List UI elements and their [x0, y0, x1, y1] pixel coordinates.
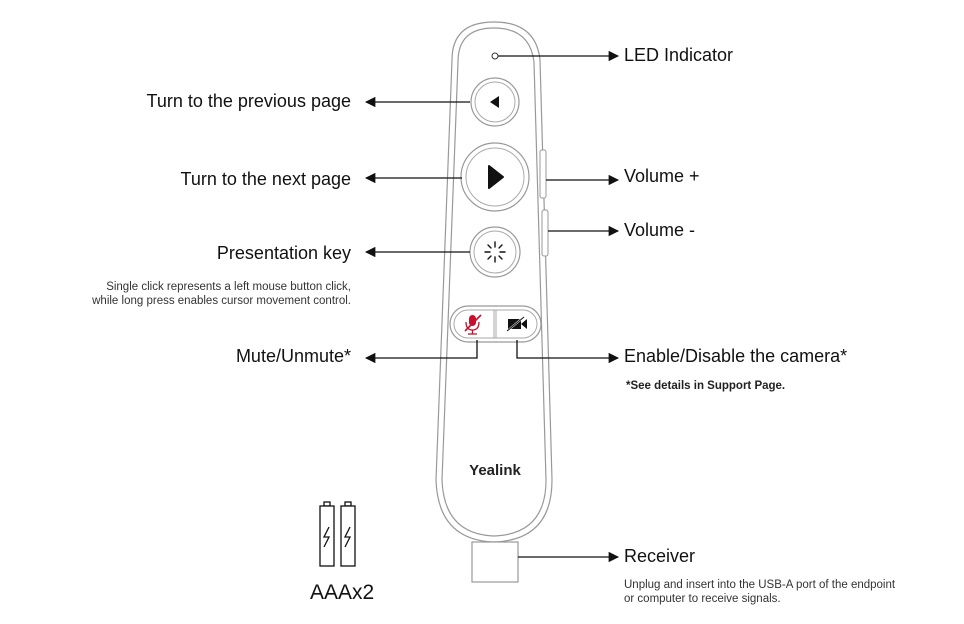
- camera-leader: [516, 340, 620, 364]
- receiver-note-1: Unplug and insert into the USB-A port of…: [624, 579, 896, 591]
- camera-note: *See details in Support Page.: [626, 380, 786, 392]
- next-button: [460, 142, 530, 212]
- presentation-note-1: Single click represents a left mouse but…: [106, 281, 351, 293]
- battery-icon: [319, 501, 356, 567]
- presentation-note-2: while long press enables cursor movement…: [92, 295, 351, 307]
- prev-button: [470, 77, 520, 127]
- mic-muted-icon: [464, 314, 482, 335]
- volume-up-side-button: [539, 149, 547, 199]
- receiver-plug: [471, 541, 519, 583]
- receiver-label: Receiver: [624, 546, 696, 566]
- volume-up-label: Volume +: [624, 166, 700, 186]
- camera-label: Enable/Disable the camera*: [624, 346, 848, 366]
- camera-off-icon: [505, 315, 527, 333]
- play-icon: [488, 165, 504, 189]
- presentation-button: [469, 226, 521, 278]
- next-label: Turn to the next page: [180, 169, 351, 189]
- led-label: LED Indicator: [624, 45, 734, 65]
- volume-down-side-button: [541, 209, 549, 257]
- volume-down-label: Volume -: [624, 220, 696, 240]
- arrow-left-icon: [490, 96, 499, 108]
- led-icon: [491, 52, 499, 60]
- battery-label: AAAx2: [310, 581, 375, 604]
- presenter-body: [435, 21, 553, 543]
- mute-camera-buttons: [449, 305, 542, 343]
- brand-logo: Yealink: [469, 462, 521, 479]
- prev-label: Turn to the previous page: [146, 91, 351, 111]
- mute-leader: [364, 340, 478, 364]
- mute-label: Mute/Unmute*: [235, 346, 351, 366]
- receiver-note-2: or computer to receive signals.: [624, 593, 781, 605]
- laser-icon: [484, 241, 506, 263]
- presentation-label: Presentation key: [216, 243, 351, 263]
